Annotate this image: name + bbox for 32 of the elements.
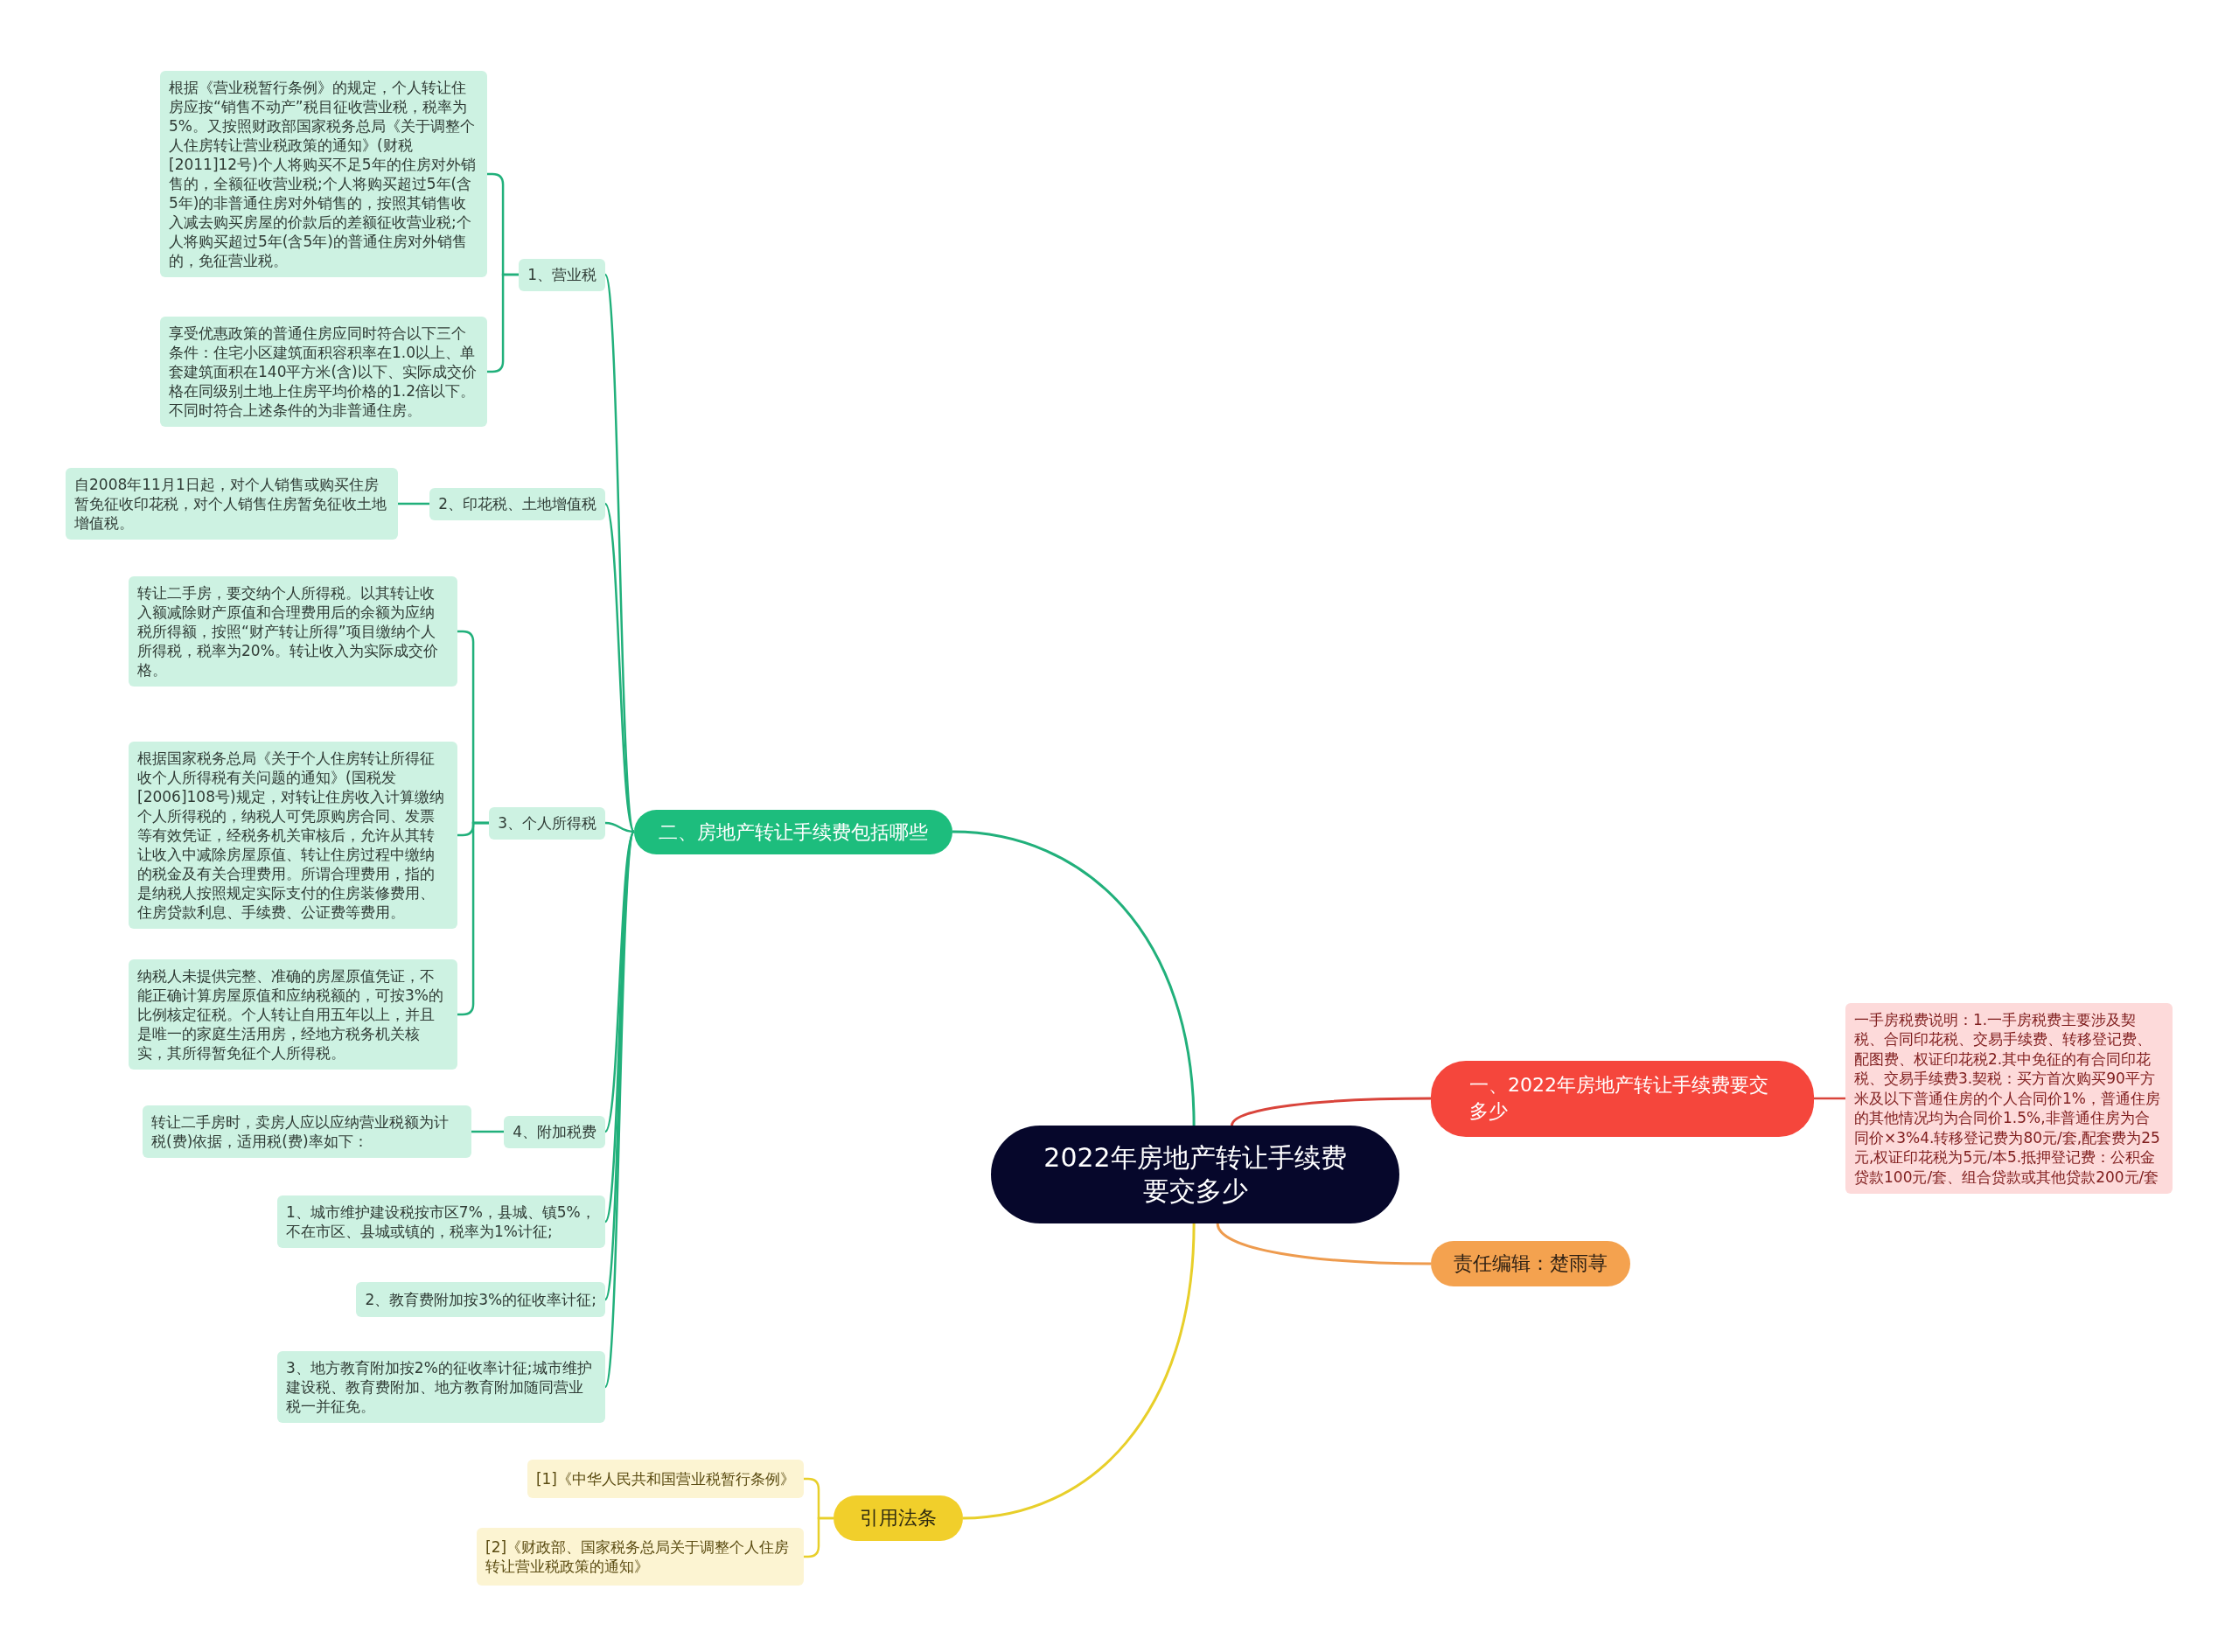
detail-box: 3、地方教育附加按2%的征收率计征;城市维护建设税、教育费附加、地方教育附加随同营业税一并征免。 [277, 1351, 605, 1423]
connector-line [1216, 1223, 1431, 1265]
central-topic: 2022年房地产转让手续费要交多少 [991, 1126, 1399, 1223]
reference-box: [2]《财政部、国家税务总局关于调整个人住房转让营业税政策的通知》 [477, 1528, 804, 1586]
connector-line [952, 830, 1196, 1126]
subtopic: 2、印花税、土地增值税 [429, 487, 605, 520]
main-topic: 二、房地产转让手续费包括哪些 [634, 809, 952, 854]
connector-line [471, 1130, 505, 1133]
subtopic: 3、个人所得税 [489, 806, 605, 840]
main-topic: 一、2022年房地产转让手续费要交多少 [1431, 1060, 1814, 1137]
connector-line [604, 821, 635, 833]
main-topic: 责任编辑：楚雨荨 [1431, 1241, 1630, 1286]
subtopic: 1、营业税 [519, 258, 605, 291]
connector-line [962, 1223, 1196, 1520]
detail-box: 自2008年11月1日起，对个人销售或购买住房暂免征收印花税，对个人销售住房暂免征收土地增值税。 [66, 468, 398, 540]
detail-box: 一手房税费说明：1.一手房税费主要涉及契税、合同印花税、交易手续费、转移登记费、配图费、权证印花税2.其中免征的有合同印花税、交易手续费3.契税：买方首次购买90平方米及以下普通住房的个人合同价1%，普通住房的其他情况均为合同价1.5%,非普通住房为合同价×3%4.转移登记费为80元/套,配套费为25元,权证印花税为5元/本5.抵押登记费：公积金贷款100元/套、组合贷款或其他贷款200元/套 [1845, 1002, 2173, 1194]
connector-line [1814, 1097, 1845, 1100]
detail-box: 1、城市维护建设税按市区7%，县城、镇5%，不在市区、县城或镇的，税率为1%计征; [277, 1195, 605, 1248]
connector-line [804, 1516, 834, 1558]
detail-box: 享受优惠政策的普通住房应同时符合以下三个条件：住宅小区建筑面积容积率在1.0以上、单套建筑面积在140平方米(含)以下、实际成交价格在同级别土地上住房平均价格的1.2倍以下。不同时符合上述条件的为非普通住房。 [160, 317, 487, 427]
detail-box: 转让二手房时，卖房人应以应纳营业税额为计税(费)依据，适用税(费)率如下： [143, 1105, 471, 1158]
detail-box: 根据国家税务总局《关于个人住房转让所得征收个人所得税有关问题的通知》(国税发[2006]108号)规定，对转让住房收入计算缴纳个人所得税的，纳税人可凭原购房合同、发票等有效凭证，经税务机关审核后，允许从其转让收入中减除房屋原值、转让住房过程中缴纳的税金及有关合理费用。所谓合理费用，指的是纳税人按照规定实际支付的住房装修费用、住房贷款利息、手续费、公证费等费用。 [129, 742, 457, 929]
detail-box: 根据《营业税暂行条例》的规定，个人转让住房应按“销售不动产”税目征收营业税，税率为5%。又按照财政部国家税务总局《关于调整个人住房转让营业税政策的通知》(财税[2011]12号)个人将购买不足5年的住房对外销售的，全额征收营业税;个人将购买超过5年(含5年)的非普通住房对外销售的，按照其销售收入减去购买房屋的价款后的差额征收营业税;个人将购买超过5年(含5年)的普通住房对外销售的，免征营业税。 [160, 71, 487, 277]
detail-box: 纳税人未提供完整、准确的房屋原值凭证，不能正确计算房屋原值和应纳税额的，可按3%的比例核定征税。个人转让自用五年以上，并且是唯一的家庭生活用房，经地方税务机关核实，其所得暂免征个人所得税。 [129, 959, 457, 1070]
subtopic: 4、附加税费 [504, 1115, 605, 1148]
detail-box: 转让二手房，要交纳个人所得税。以其转让收入额减除财产原值和合理费用后的余额为应纳税所得额，按照“财产转让所得”项目缴纳个人所得税，税率为20%。转让收入为实际成交价格。 [129, 576, 457, 687]
connector-line [603, 503, 636, 833]
reference-box: [1]《中华人民共和国营业税暂行条例》 [527, 1460, 804, 1498]
detail-box: 2、教育费附加按3%的征收率计征; [356, 1282, 605, 1317]
connector-line [1231, 1097, 1431, 1126]
main-topic: 引用法条 [834, 1495, 963, 1541]
connector-line [398, 502, 430, 505]
